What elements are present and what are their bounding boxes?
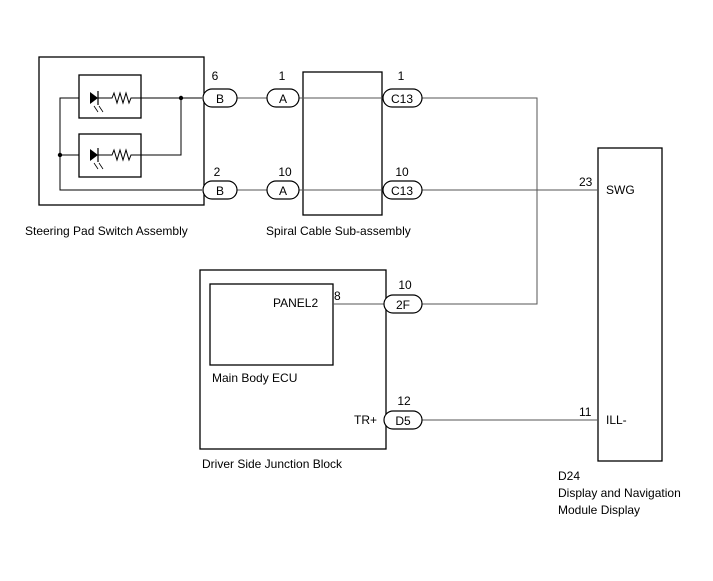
connector-pin-number: 12	[397, 394, 411, 408]
connector-label: D5	[395, 414, 411, 428]
connector-pin-number: 10	[278, 165, 292, 179]
steering-pad-label: Steering Pad Switch Assembly	[25, 224, 188, 238]
connector-pill: 2F 10	[383, 278, 423, 314]
resistor-icon	[98, 148, 141, 162]
resistor-icon	[98, 91, 141, 105]
display-module-box	[597, 147, 663, 462]
connector-pill: A 10	[266, 165, 300, 200]
connector-pill: D5 12	[383, 394, 423, 430]
connector-label: 2F	[396, 298, 410, 312]
ill-pin-number: 11	[579, 405, 592, 419]
junction-block-label: Driver Side Junction Block	[202, 457, 343, 471]
connector-pin-number: 1	[398, 69, 405, 83]
connector-pin-number: 10	[395, 165, 409, 179]
tr-plus-terminal-label: TR+	[354, 413, 377, 427]
connector-label: A	[279, 184, 287, 198]
ill-terminal-label: ILL-	[606, 413, 627, 427]
connector-pill: C13 1	[382, 69, 423, 108]
display-module-code: D24	[558, 469, 580, 483]
connector-pill: C13 10	[382, 165, 423, 200]
connector-pin-number: 1	[279, 69, 286, 83]
connector-label: C13	[391, 92, 413, 106]
internal-wire	[59, 97, 202, 191]
panel2-pin-number: 8	[334, 289, 341, 303]
connector-pin-number: 10	[398, 278, 412, 292]
swg-terminal-label: SWG	[606, 183, 635, 197]
wire	[422, 97, 538, 305]
spiral-cable-box	[302, 71, 383, 216]
spiral-cable-label: Spiral Cable Sub-assembly	[266, 224, 411, 238]
junction-dot	[178, 95, 184, 101]
steering-pad-box	[38, 56, 205, 206]
main-body-ecu-box	[209, 283, 334, 366]
connector-pill: A 1	[266, 69, 300, 108]
display-module-name-line2: Module Display	[558, 503, 640, 517]
connector-label: B	[216, 92, 224, 106]
connector-group: B 6 A 1 C13 1 B 2 A 10 C13 10	[202, 69, 423, 430]
connector-label: B	[216, 184, 224, 198]
internal-wire	[141, 98, 182, 156]
connector-label: A	[279, 92, 287, 106]
connector-label: C13	[391, 184, 413, 198]
connector-pin-number: 2	[214, 165, 221, 179]
swg-pin-number: 23	[579, 175, 593, 189]
led-icon	[90, 148, 104, 170]
connector-pill: B 6	[202, 69, 238, 108]
connector-pin-number: 6	[212, 69, 219, 83]
switch-element-upper	[78, 74, 142, 119]
connector-pill: B 2	[202, 165, 238, 200]
panel2-terminal-label: PANEL2	[273, 296, 318, 310]
junction-dot	[57, 152, 63, 158]
main-body-ecu-label: Main Body ECU	[212, 371, 297, 385]
junction-block-box	[199, 269, 387, 450]
led-icon	[90, 91, 104, 113]
display-module-name-line1: Display and Navigation	[558, 486, 681, 500]
